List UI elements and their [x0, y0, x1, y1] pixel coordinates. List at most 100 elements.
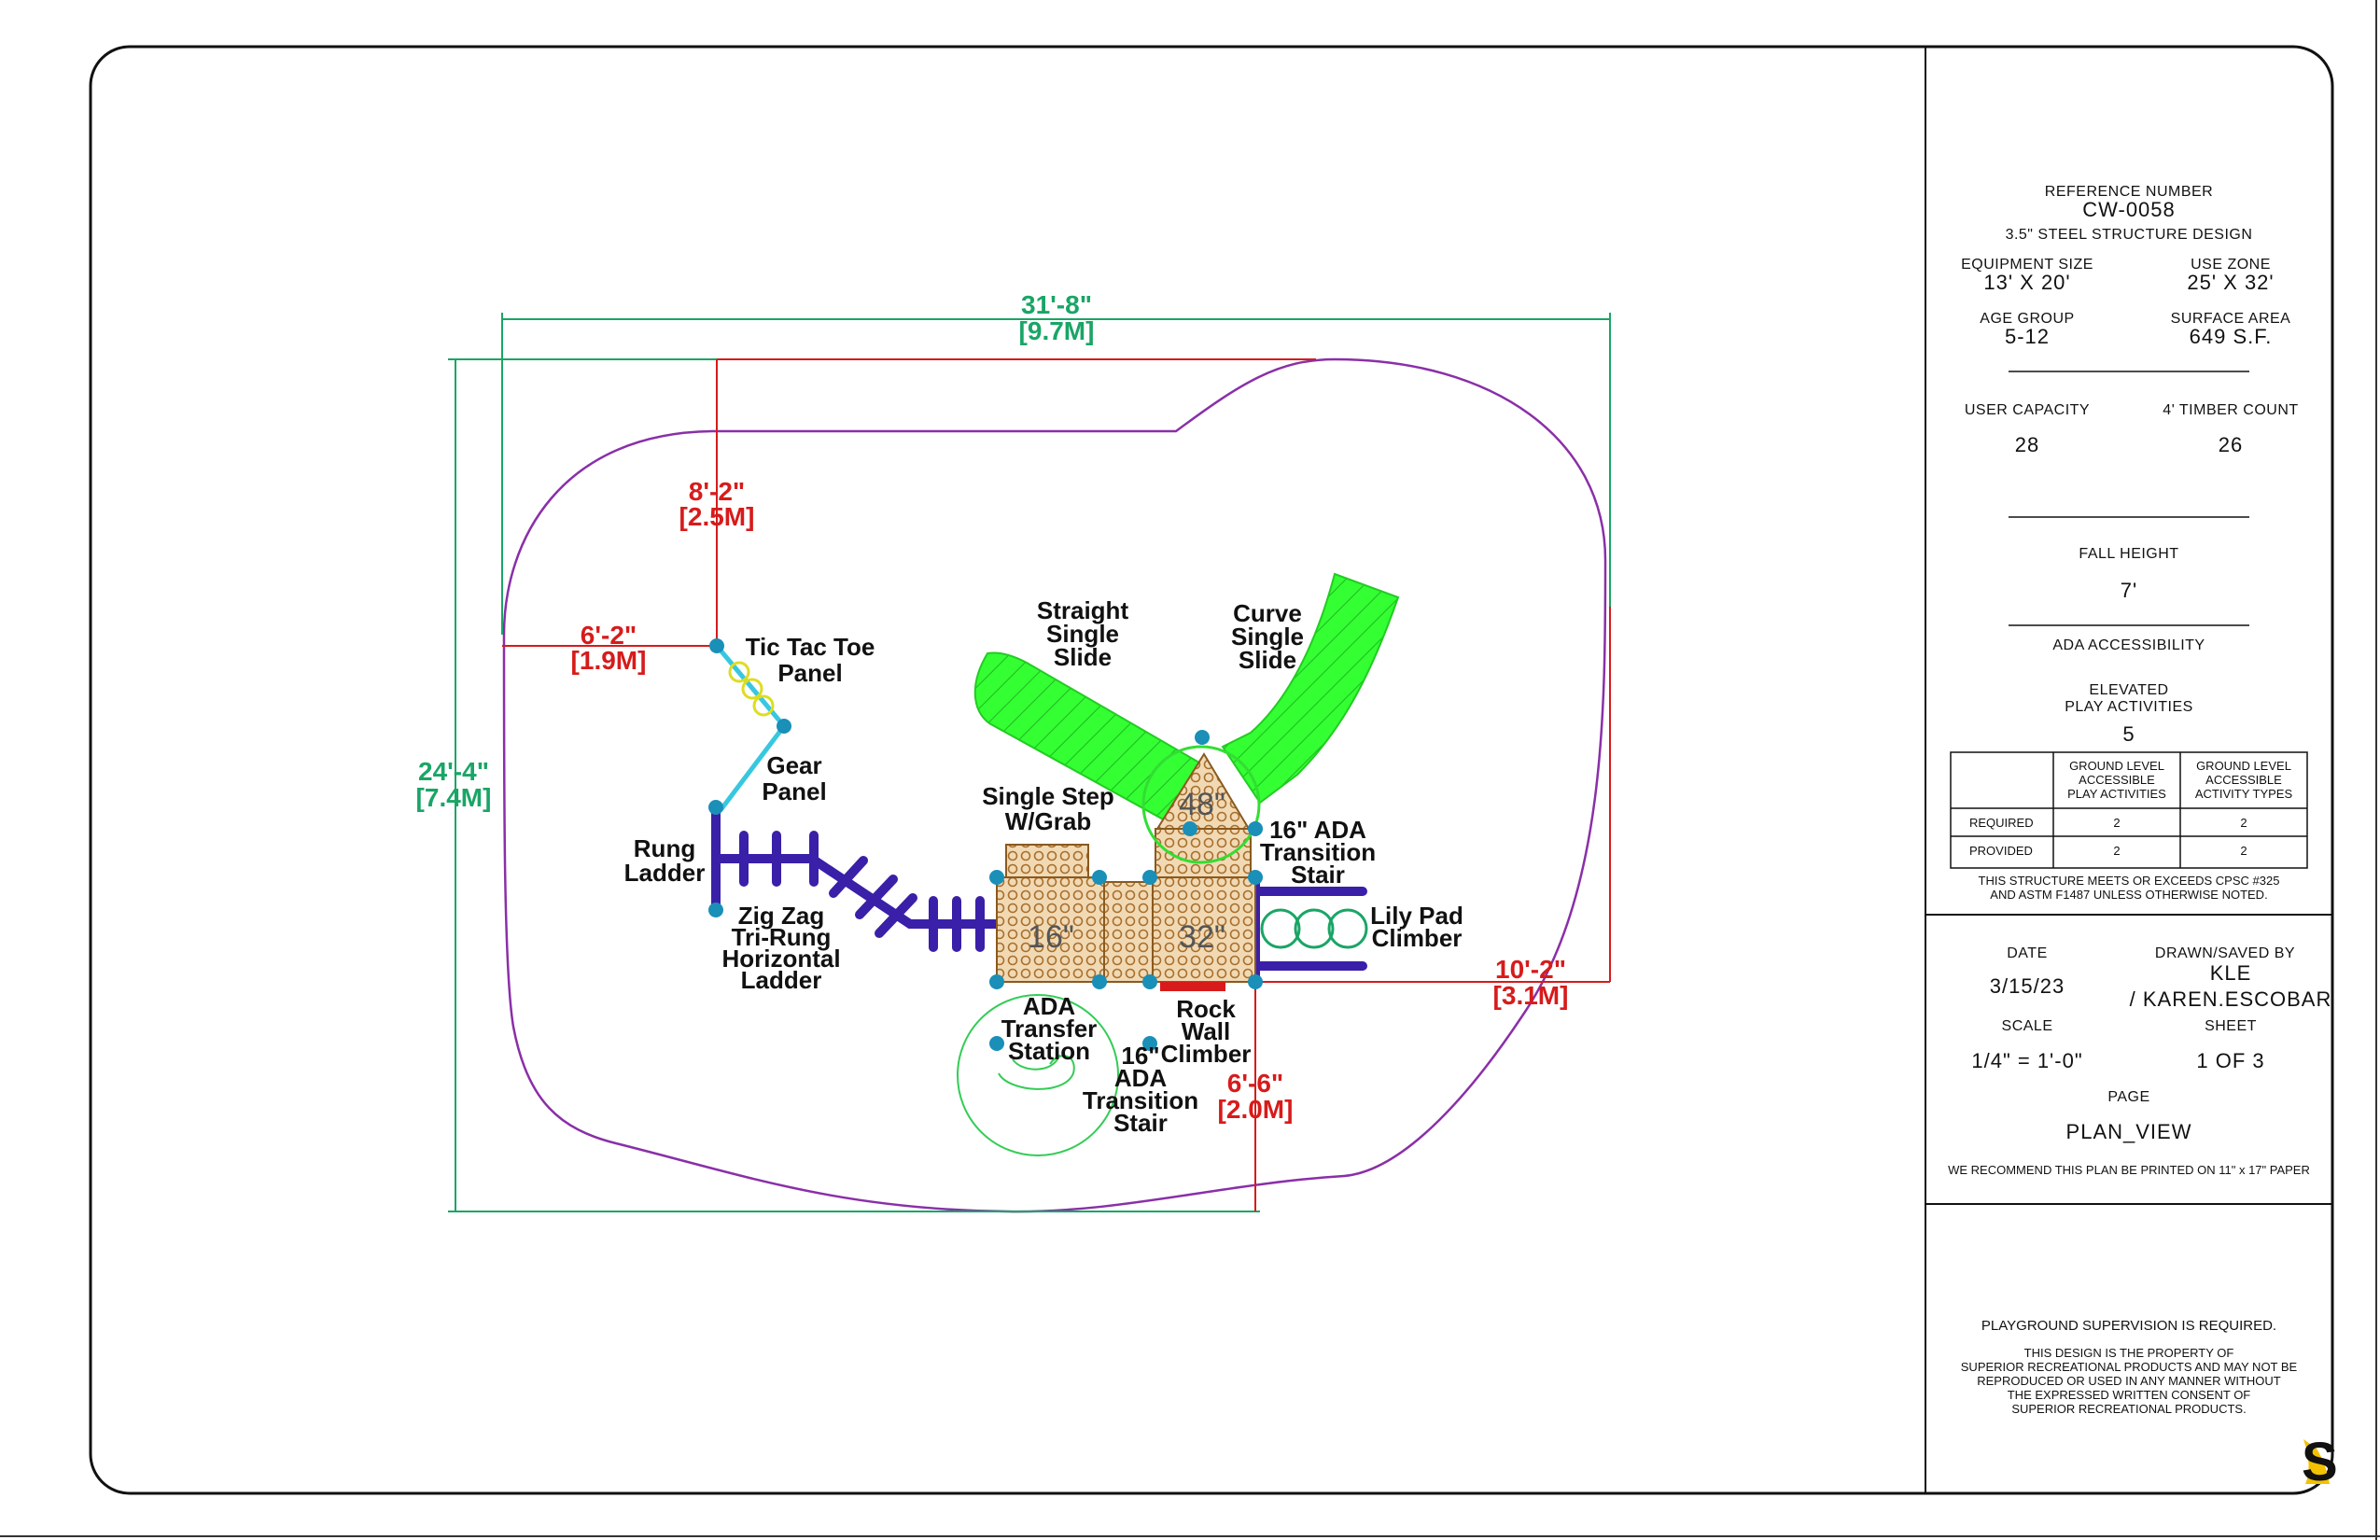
label-straight-slide: Straight Single Slide — [1037, 596, 1129, 671]
label-rock-wall: Rock Wall Climber — [1161, 995, 1252, 1068]
equipment-size-label: EQUIPMENT SIZE — [1961, 257, 2093, 273]
svg-text:Transfer: Transfer — [1001, 1015, 1098, 1043]
table-col2-line3: ACTIVITY TYPES — [2195, 787, 2293, 801]
svg-text:Slide: Slide — [1239, 646, 1296, 674]
scale-value: 1/4" = 1'-0" — [1971, 1049, 2082, 1072]
table-row-required-label: REQUIRED — [1969, 816, 2034, 830]
svg-text:Rung: Rung — [634, 834, 695, 862]
left-clearance-dim-m: [1.9M] — [571, 646, 647, 675]
sheet-value: 1 OF 3 — [2196, 1049, 2264, 1072]
svg-text:Panel: Panel — [777, 659, 842, 687]
svg-text:Single: Single — [1231, 623, 1304, 651]
fall-height-value: 7' — [2121, 579, 2137, 602]
svg-text:Tic Tac Toe: Tic Tac Toe — [746, 633, 875, 661]
table-row-required-b: 2 — [2240, 816, 2247, 830]
table-col1-line3: PLAY ACTIVITIES — [2067, 787, 2166, 801]
table-col2-line1: GROUND LEVEL — [2196, 759, 2291, 773]
label-single-step: Single Step W/Grab — [982, 782, 1114, 835]
platform-16-label: 16" — [1028, 919, 1074, 955]
sheet-label: SHEET — [2205, 1018, 2257, 1034]
posts — [708, 638, 1263, 1051]
bottom-clearance-dim-m: [2.0M] — [1218, 1095, 1294, 1124]
drawn-initials: KLE — [2210, 961, 2252, 985]
print-recommendation: WE RECOMMEND THIS PLAN BE PRINTED ON 11"… — [1948, 1163, 2310, 1177]
label-ada-stair-top: 16" ADA Transition Stair — [1260, 816, 1376, 889]
svg-text:W/Grab: W/Grab — [1005, 807, 1091, 835]
svg-text:Straight: Straight — [1037, 596, 1129, 624]
table-col2-line2: ACCESSIBLE — [2205, 773, 2282, 787]
age-group-label: AGE GROUP — [1980, 311, 2074, 327]
svg-text:Ladder: Ladder — [624, 859, 706, 887]
use-zone-label: USE ZONE — [2191, 257, 2271, 273]
table-row-provided-b: 2 — [2240, 844, 2247, 858]
property-line-5: SUPERIOR RECREATIONAL PRODUCTS. — [2011, 1402, 2246, 1416]
svg-text:Climber: Climber — [1372, 924, 1463, 952]
label-rung-ladder: Rung Ladder — [624, 834, 706, 887]
svg-text:Single Step: Single Step — [982, 782, 1114, 810]
label-curve-slide: Curve Single Slide — [1231, 599, 1304, 674]
overall-width-dim: 31'-8" — [1021, 290, 1092, 319]
right-clearance-dim-m: [3.1M] — [1493, 981, 1569, 1010]
svg-text:Gear: Gear — [766, 751, 821, 779]
svg-text:Single: Single — [1046, 620, 1119, 648]
ada-label: ADA ACCESSIBILITY — [2052, 637, 2205, 653]
lily-pad-climber — [1260, 908, 1368, 949]
superior-logo: S — [2302, 1432, 2338, 1492]
platform-48-label: 48" — [1179, 787, 1225, 822]
drawn-name: / KAREN.ESCOBAR — [2130, 987, 2332, 1011]
surface-area-label: SURFACE AREA — [2171, 311, 2291, 327]
ada-transfer-station — [957, 994, 1119, 1156]
fall-height-label: FALL HEIGHT — [2079, 546, 2178, 562]
svg-text:ADA: ADA — [1114, 1064, 1168, 1092]
svg-text:Stair: Stair — [1113, 1109, 1168, 1137]
age-group-value: 5-12 — [2005, 325, 2050, 348]
deck-48 — [1155, 752, 1251, 830]
svg-text:Wall: Wall — [1182, 1017, 1230, 1045]
deck-32 — [1152, 876, 1256, 983]
svg-text:16" ADA: 16" ADA — [1269, 816, 1366, 844]
svg-text:Lily Pad: Lily Pad — [1370, 902, 1463, 930]
timber-count-value: 26 — [2219, 433, 2243, 456]
rock-wall — [1160, 982, 1225, 991]
clearance-dimension-lines — [502, 358, 1611, 1211]
svg-text:Slide: Slide — [1054, 643, 1112, 671]
page-value: PLAN_VIEW — [2066, 1120, 2192, 1143]
right-clearance-dim: 10'-2" — [1495, 955, 1566, 984]
date-label: DATE — [2007, 945, 2047, 961]
drawing-border — [89, 45, 2334, 1495]
overall-width-dim-m: [9.7M] — [1019, 316, 1095, 345]
top-clearance-dim: 8'-2" — [689, 477, 745, 506]
accessibility-table — [1950, 751, 2308, 869]
table-row-required-a: 2 — [2113, 816, 2120, 830]
deck-mid — [1103, 881, 1154, 983]
svg-text:Climber: Climber — [1161, 1040, 1252, 1068]
svg-text:ADA: ADA — [1023, 992, 1076, 1020]
deck-48-ring — [1141, 745, 1261, 864]
surface-area-value: 649 S.F. — [2190, 325, 2273, 348]
label-gear-panel: Gear Panel — [762, 751, 826, 805]
label-zig-zag: Zig Zag Tri-Rung Horizontal Ladder — [721, 902, 840, 994]
structure-members — [711, 803, 1367, 985]
user-capacity-value: 28 — [2015, 433, 2039, 456]
table-col1-line2: ACCESSIBLE — [2079, 773, 2155, 787]
platform-32-label: 32" — [1179, 919, 1225, 955]
property-line-3: REPRODUCED OR USED IN ANY MANNER WITHOUT — [1977, 1374, 2281, 1388]
overall-depth-dim: 24'-4" — [418, 757, 489, 786]
svg-text:Curve: Curve — [1233, 599, 1302, 627]
date-value: 3/15/23 — [1990, 974, 2065, 998]
svg-text:Zig Zag: Zig Zag — [738, 902, 824, 930]
left-clearance-dim: 6'-2" — [581, 621, 637, 650]
overall-depth-dim-m: [7.4M] — [416, 783, 492, 812]
svg-text:16": 16" — [1121, 1042, 1159, 1070]
reference-label: REFERENCE NUMBER — [2045, 184, 2213, 200]
reference-number: CW-0058 — [2082, 198, 2176, 221]
property-line-1: THIS DESIGN IS THE PROPERTY OF — [2024, 1346, 2234, 1360]
svg-text:Transition: Transition — [1083, 1086, 1198, 1114]
equipment-size-value: 13' X 20' — [1983, 271, 2070, 294]
label-ada-transfer: ADA Transfer Station — [1001, 992, 1098, 1065]
page-label: PAGE — [2107, 1089, 2149, 1105]
single-step — [1005, 844, 1089, 878]
svg-text:Tri-Rung: Tri-Rung — [732, 923, 832, 951]
supervision-note: PLAYGROUND SUPERVISION IS REQUIRED. — [1981, 1318, 2276, 1334]
